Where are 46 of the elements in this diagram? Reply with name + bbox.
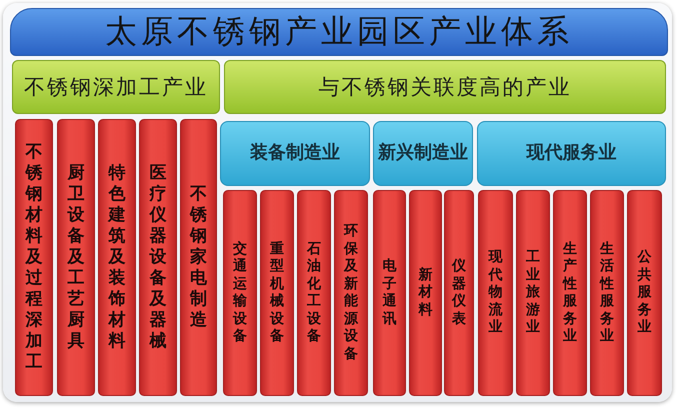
industry-label: 重型机械设备	[270, 240, 284, 346]
industry-column	[627, 190, 662, 396]
industry-label: 不锈钢家电制造	[190, 184, 208, 331]
industry-label: 生产性服务业	[562, 240, 578, 346]
industry-label: 医疗仪器设备及器械	[149, 163, 167, 352]
subcategory-label: 装备制造业	[250, 143, 340, 164]
industry-label: 现代物流业	[488, 249, 503, 337]
industry-column	[409, 190, 442, 396]
industry-column	[57, 119, 95, 396]
industry-column	[334, 190, 368, 396]
category-band	[224, 60, 666, 114]
industry-column	[297, 190, 331, 396]
industry-column	[516, 190, 550, 396]
industry-column	[478, 190, 513, 396]
industry-label: 特色建筑及装饰材料	[108, 163, 126, 352]
industry-label: 不锈钢材料及过程深加工	[25, 142, 43, 373]
band-label: 太原不锈钢产业园区产业体系	[105, 14, 573, 50]
industry-label: 新材料	[418, 266, 433, 320]
subcategory-label: 新兴制造业	[378, 143, 468, 164]
industry-label: 电子通讯	[382, 258, 397, 328]
industry-column	[553, 190, 587, 396]
industry-label: 工业旅游业	[526, 249, 540, 337]
industry-column	[139, 119, 177, 396]
industry-column	[260, 190, 294, 396]
industry-label: 环保及新能源设备	[344, 223, 358, 363]
industry-column	[373, 190, 406, 396]
title-band	[10, 8, 668, 56]
industry-column	[180, 119, 217, 396]
subcategory-band	[477, 121, 666, 186]
industry-label: 仪器仪表	[452, 258, 466, 328]
industry-label: 石油化工设备	[306, 240, 322, 346]
industry-label: 交通运输设备	[232, 240, 248, 346]
industry-column	[15, 119, 53, 396]
subcategory-label: 现代服务业	[526, 143, 616, 164]
category-band	[12, 60, 220, 114]
industry-column	[223, 190, 257, 396]
subcategory-band	[220, 121, 370, 186]
subcategory-band	[373, 121, 473, 186]
industry-label: 公共服务业	[637, 249, 652, 337]
industry-column	[590, 190, 624, 396]
industry-column	[98, 119, 136, 396]
industry-label: 生活性服务业	[600, 240, 614, 346]
industry-column	[444, 190, 474, 396]
category-label: 与不锈钢关联度高的产业	[318, 74, 572, 100]
category-label: 不锈钢深加工产业	[24, 74, 208, 100]
industry-label: 厨卫设备及工艺厨具	[67, 163, 85, 352]
